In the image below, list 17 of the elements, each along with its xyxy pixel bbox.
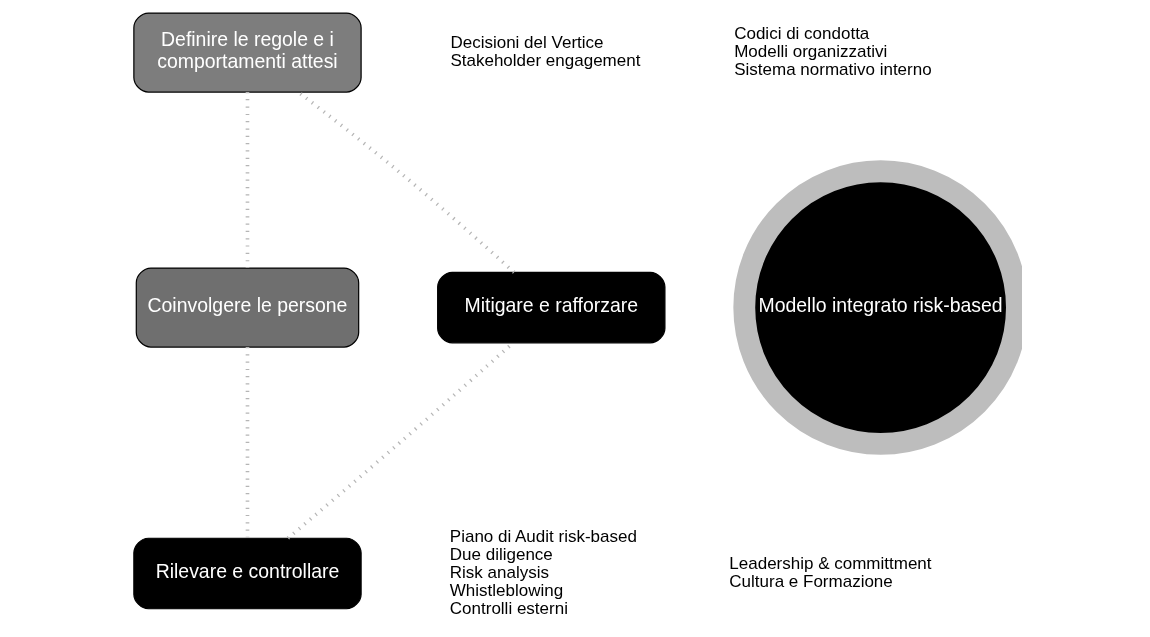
label: Modelli organizzativi bbox=[733, 42, 887, 62]
label: Due diligence bbox=[449, 544, 553, 564]
label: Whistleblowing bbox=[449, 581, 563, 601]
node-box: Rilevare e controllare bbox=[132, 537, 362, 610]
label: Leadership & committment bbox=[728, 553, 932, 573]
label: Cultura e Formazione bbox=[728, 572, 893, 592]
label: Codici di condotta bbox=[733, 23, 869, 43]
node-box: Mitigare e rafforzare bbox=[436, 271, 665, 344]
node-box: Definire le regole e i comportamenti attesi bbox=[132, 12, 362, 93]
node-circle: Modello integrato risk-based bbox=[732, 160, 1022, 455]
label: Piano di Audit risk-based bbox=[449, 526, 637, 546]
label: Stakeholder engagement bbox=[449, 51, 640, 71]
node-box: Coinvolgere le persone bbox=[135, 267, 359, 348]
label: Sistema normativo interno bbox=[733, 60, 932, 80]
label: Controlli esterni bbox=[449, 599, 568, 619]
label: Risk analysis bbox=[449, 563, 549, 582]
label: Decisioni del Vertice bbox=[449, 32, 603, 52]
